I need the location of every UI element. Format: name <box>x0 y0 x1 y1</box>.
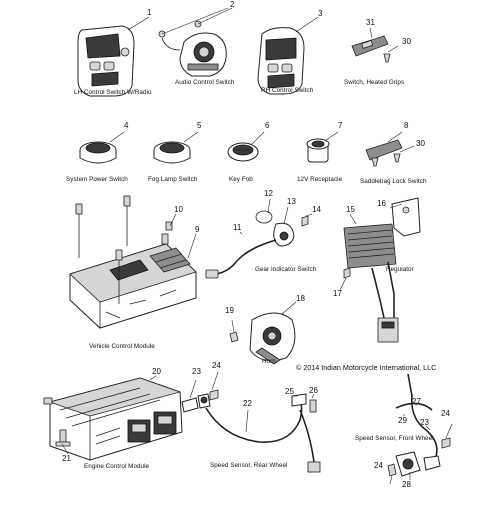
callout-number: 19 <box>225 306 234 315</box>
fog-lamp-switch-illustration <box>153 131 199 164</box>
rh-control-switch-caption: RH Control Switch <box>261 87 314 94</box>
horn-illustration <box>229 301 297 365</box>
saddlebag-lock-switch-caption: Saddlebag Lock Switch <box>360 178 427 185</box>
callout-number: 7 <box>338 121 343 130</box>
engine-control-module-caption: Engine Control Module <box>84 463 150 470</box>
callout-number: 8 <box>404 121 409 130</box>
callout-number: 26 <box>309 386 318 395</box>
callout-number: 10 <box>174 205 183 214</box>
gear-indicator-switch-illustration <box>205 198 313 279</box>
horn-caption: Horn <box>262 358 276 365</box>
callout-number: 13 <box>287 197 296 206</box>
front-wheel-speed-sensor-caption: Speed Sensor, Front Wheel <box>355 435 434 442</box>
callout-number: 23 <box>420 418 429 427</box>
rear-wheel-speed-sensor-caption: Speed Sensor, Rear Wheel <box>210 462 288 469</box>
callout-number: 20 <box>152 367 161 376</box>
callout-number: 6 <box>265 121 270 130</box>
callout-number: 9 <box>195 225 200 234</box>
callout-number: 4 <box>124 121 129 130</box>
callout-number: 2 <box>230 0 235 9</box>
callout-number: 24 <box>441 409 450 418</box>
callout-number: 30 <box>416 139 425 148</box>
vehicle-control-module-illustration <box>69 195 197 329</box>
callout-number: 18 <box>296 294 305 303</box>
rh-control-switch-illustration <box>257 16 319 95</box>
system-power-switch-illustration <box>79 131 125 164</box>
callout-number: 16 <box>377 199 386 208</box>
lh-control-switch-illustration <box>77 16 150 97</box>
callout-number: 29 <box>398 416 407 425</box>
system-power-switch-caption: System Power Switch <box>66 176 128 183</box>
12v-receptacle-caption: 12V Receptacle <box>297 176 343 183</box>
callout-number: 1 <box>147 8 152 17</box>
callout-number: 28 <box>402 480 411 489</box>
vehicle-control-module-caption: Vehicle Control Module <box>89 343 155 350</box>
fog-lamp-switch-caption: Fog Lamp Switch <box>148 176 198 183</box>
callout-number: 22 <box>243 399 252 408</box>
callout-number: 25 <box>285 387 294 396</box>
copyright-notice: © 2014 Indian Motorcycle International, … <box>296 363 437 372</box>
audio-control-switch-illustration <box>158 7 233 77</box>
callout-number: 23 <box>192 367 201 376</box>
callout-number: 17 <box>333 289 342 298</box>
callout-number: 15 <box>346 205 355 214</box>
regulator-caption: Regulator <box>386 266 414 273</box>
lh-control-switch-caption: LH Control Switch W/Radio <box>74 89 152 96</box>
callout-number: 24 <box>212 361 221 370</box>
callout-number: 31 <box>366 18 375 27</box>
audio-control-switch-caption: Audio Control Switch <box>175 79 235 86</box>
saddlebag-lock-switch-illustration <box>365 131 415 167</box>
rear-wheel-speed-sensor-illustration <box>181 371 321 473</box>
key-fob-caption: Key Fob <box>229 176 253 183</box>
callout-number: 3 <box>318 9 323 18</box>
12v-receptacle-illustration <box>306 131 339 163</box>
heated-grips-switch-illustration <box>351 27 399 63</box>
callout-number: 11 <box>233 223 242 232</box>
regulator-illustration <box>339 197 421 343</box>
callout-number: 30 <box>402 37 411 46</box>
gear-indicator-switch-caption: Gear Indicator Switch <box>255 266 317 273</box>
callout-number: 27 <box>412 397 421 406</box>
callout-number: 24 <box>374 461 383 470</box>
callout-number: 5 <box>197 121 202 130</box>
callout-number: 12 <box>264 189 273 198</box>
front-wheel-speed-sensor-illustration <box>387 373 453 485</box>
key-fob-illustration <box>227 131 265 162</box>
callout-number: 14 <box>312 205 321 214</box>
heated-grips-switch-caption: Switch, Heated Grips <box>344 79 405 86</box>
callout-number: 21 <box>62 454 71 463</box>
engine-control-module-illustration <box>43 375 183 461</box>
